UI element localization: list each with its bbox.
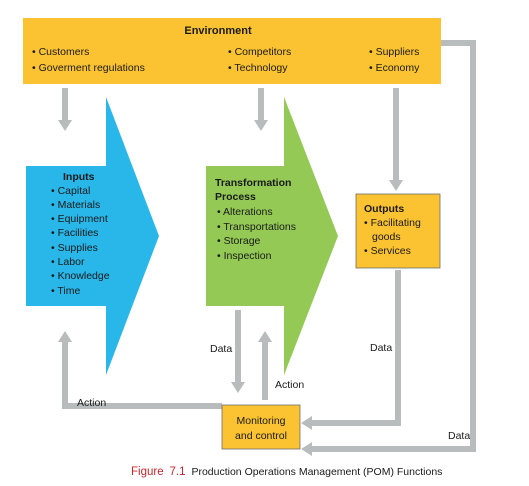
- data-to-monitoring-arrow: [231, 310, 245, 393]
- transformation-title: Process: [215, 191, 256, 203]
- data-label-center: Data: [210, 343, 232, 355]
- environment-item: • Goverment regulations: [32, 62, 145, 74]
- figure-label: Figure: [131, 466, 164, 478]
- monitoring-label: Monitoring: [236, 415, 285, 427]
- figure-caption: Figure 7.1 Production Operations Managem…: [131, 466, 442, 478]
- outputs-item: • Services: [364, 245, 411, 257]
- environment-item: • Economy: [369, 62, 420, 74]
- transformation-arrow-shape: [206, 97, 338, 375]
- caption-text: Production Operations Management (POM) F…: [191, 466, 442, 478]
- monitoring-box: [221, 404, 301, 450]
- environment-item: • Suppliers: [369, 46, 419, 58]
- inputs-item: • Supplies: [51, 242, 98, 254]
- figure-number: 7.1: [170, 466, 186, 478]
- environment-title: Environment: [184, 25, 252, 37]
- env-to-transformation-arrow: [254, 88, 268, 131]
- environment-item: • Competitors: [228, 46, 291, 58]
- inputs-title: Inputs: [63, 171, 95, 183]
- action-to-transformation-arrow: [258, 331, 272, 400]
- action-label-left: Action: [77, 397, 106, 409]
- inputs-item: • Knowledge: [51, 270, 110, 282]
- env-to-outputs-arrow: [389, 88, 403, 191]
- inputs-item: • Capital: [51, 185, 90, 197]
- inputs-arrow-shape: [26, 97, 159, 375]
- environment-box: [23, 18, 441, 84]
- transformation-title: Transformation: [215, 177, 291, 189]
- transformation-item: • Alterations: [217, 206, 273, 218]
- transformation-item: • Inspection: [217, 250, 272, 262]
- inputs-item: • Labor: [51, 256, 85, 268]
- data-label-right: Data: [448, 430, 470, 442]
- inputs-item: • Equipment: [51, 213, 108, 225]
- inputs-item: • Materials: [51, 199, 100, 211]
- outputs-box: [355, 193, 441, 269]
- environment-item: • Technology: [228, 62, 288, 74]
- transformation-item: • Storage: [217, 235, 261, 247]
- env-to-inputs-arrow: [58, 88, 72, 131]
- action-label-center: Action: [275, 379, 304, 391]
- outputs-item: • Facilitating: [364, 217, 421, 229]
- outputs-title: Outputs: [364, 203, 404, 215]
- monitoring-label: and control: [235, 430, 287, 442]
- outputs-item: goods: [372, 231, 401, 243]
- transformation-item: • Transportations: [217, 221, 296, 233]
- data-label-outputs: Data: [370, 342, 392, 354]
- inputs-item: • Time: [51, 285, 81, 297]
- inputs-item: • Facilities: [51, 227, 98, 239]
- environment-item: • Customers: [32, 46, 89, 58]
